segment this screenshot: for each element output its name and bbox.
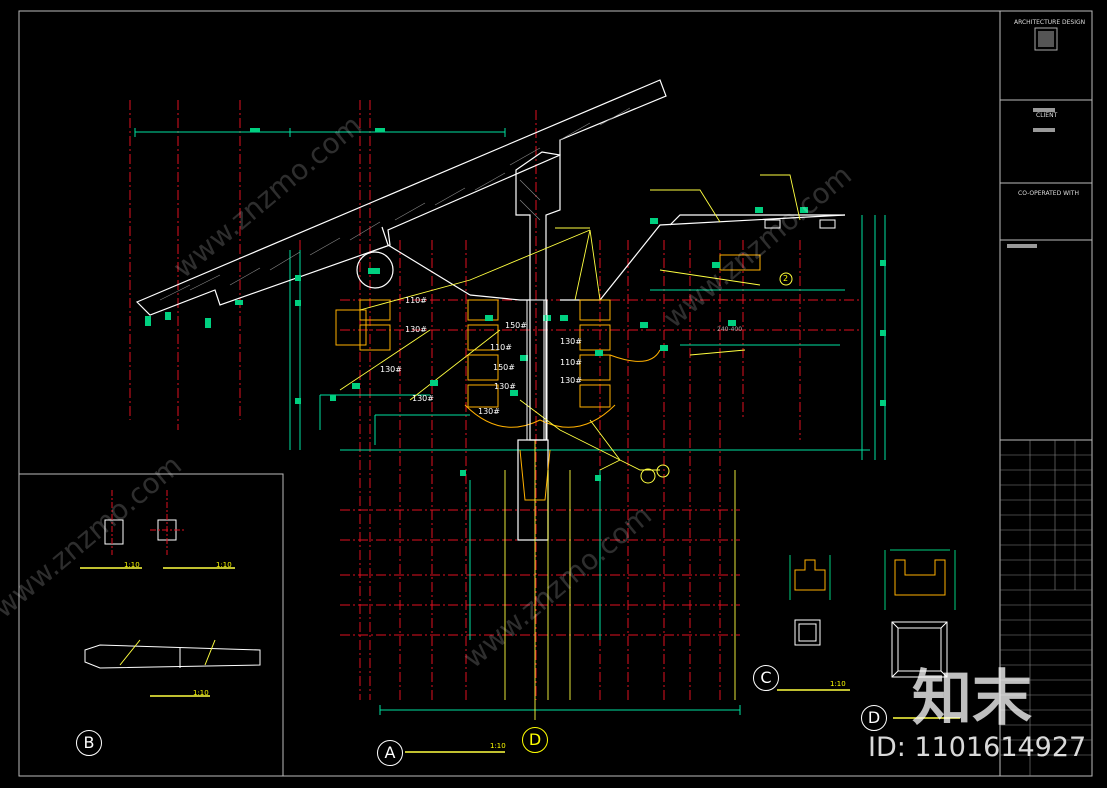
- detail-bubble-d: D: [861, 705, 887, 731]
- dim-240-400: 240-400: [717, 326, 743, 333]
- dim-130-c: 130#: [412, 394, 434, 403]
- watermark-logo: 知末: [912, 664, 1032, 734]
- dim-110-c: 110#: [560, 358, 582, 367]
- detail-d: [884, 549, 956, 678]
- client-label: CLIENT: [1036, 112, 1058, 119]
- dim-130-d: 130#: [494, 382, 516, 391]
- scale-detail-b3: 1:10: [193, 689, 209, 697]
- watermark-id: ID: 1101614927: [868, 732, 1087, 763]
- axis-grid: [129, 100, 860, 700]
- axis-bubble-d: D: [522, 727, 548, 753]
- leader-lines: [339, 174, 801, 720]
- dim-110-a: 110#: [405, 296, 427, 305]
- detail-b: [84, 490, 261, 669]
- scale-detail-a: 1:10: [490, 742, 506, 750]
- roof-hatch: [159, 107, 631, 301]
- dim-130-f: 130#: [560, 337, 582, 346]
- scale-detail-c: 1:10: [830, 680, 846, 688]
- dim-130-b: 130#: [380, 365, 402, 374]
- dimension-lines: [134, 128, 886, 715]
- dim-110-b: 110#: [490, 343, 512, 352]
- detail-bubble-a: A: [377, 740, 403, 766]
- detail-bubble-c: C: [753, 665, 779, 691]
- bracket-sets: [335, 254, 761, 501]
- title-underlines: [80, 567, 960, 753]
- detail-frame: [18, 473, 284, 777]
- dim-150-b: 150#: [493, 363, 515, 372]
- dim-130-g: 130#: [560, 376, 582, 385]
- detail-bubble-b: B: [76, 730, 102, 756]
- tag-circles: [640, 272, 793, 484]
- roof-section: [135, 79, 846, 541]
- scale-detail-b2: 1:10: [216, 561, 232, 569]
- cooperated-label: CO-OPERATED WITH: [1018, 190, 1079, 197]
- detail-c: [789, 555, 831, 646]
- mark-2: 2: [783, 274, 789, 283]
- dim-130-e: 130#: [478, 407, 500, 416]
- dim-150-a: 150#: [505, 321, 527, 330]
- title-block: [999, 10, 1093, 777]
- dim-130-a: 130#: [405, 325, 427, 334]
- column-section: [526, 219, 836, 441]
- scale-detail-b1: 1:10: [124, 561, 140, 569]
- architecture-design-label: ARCHITECTURE DESIGN: [1014, 19, 1086, 26]
